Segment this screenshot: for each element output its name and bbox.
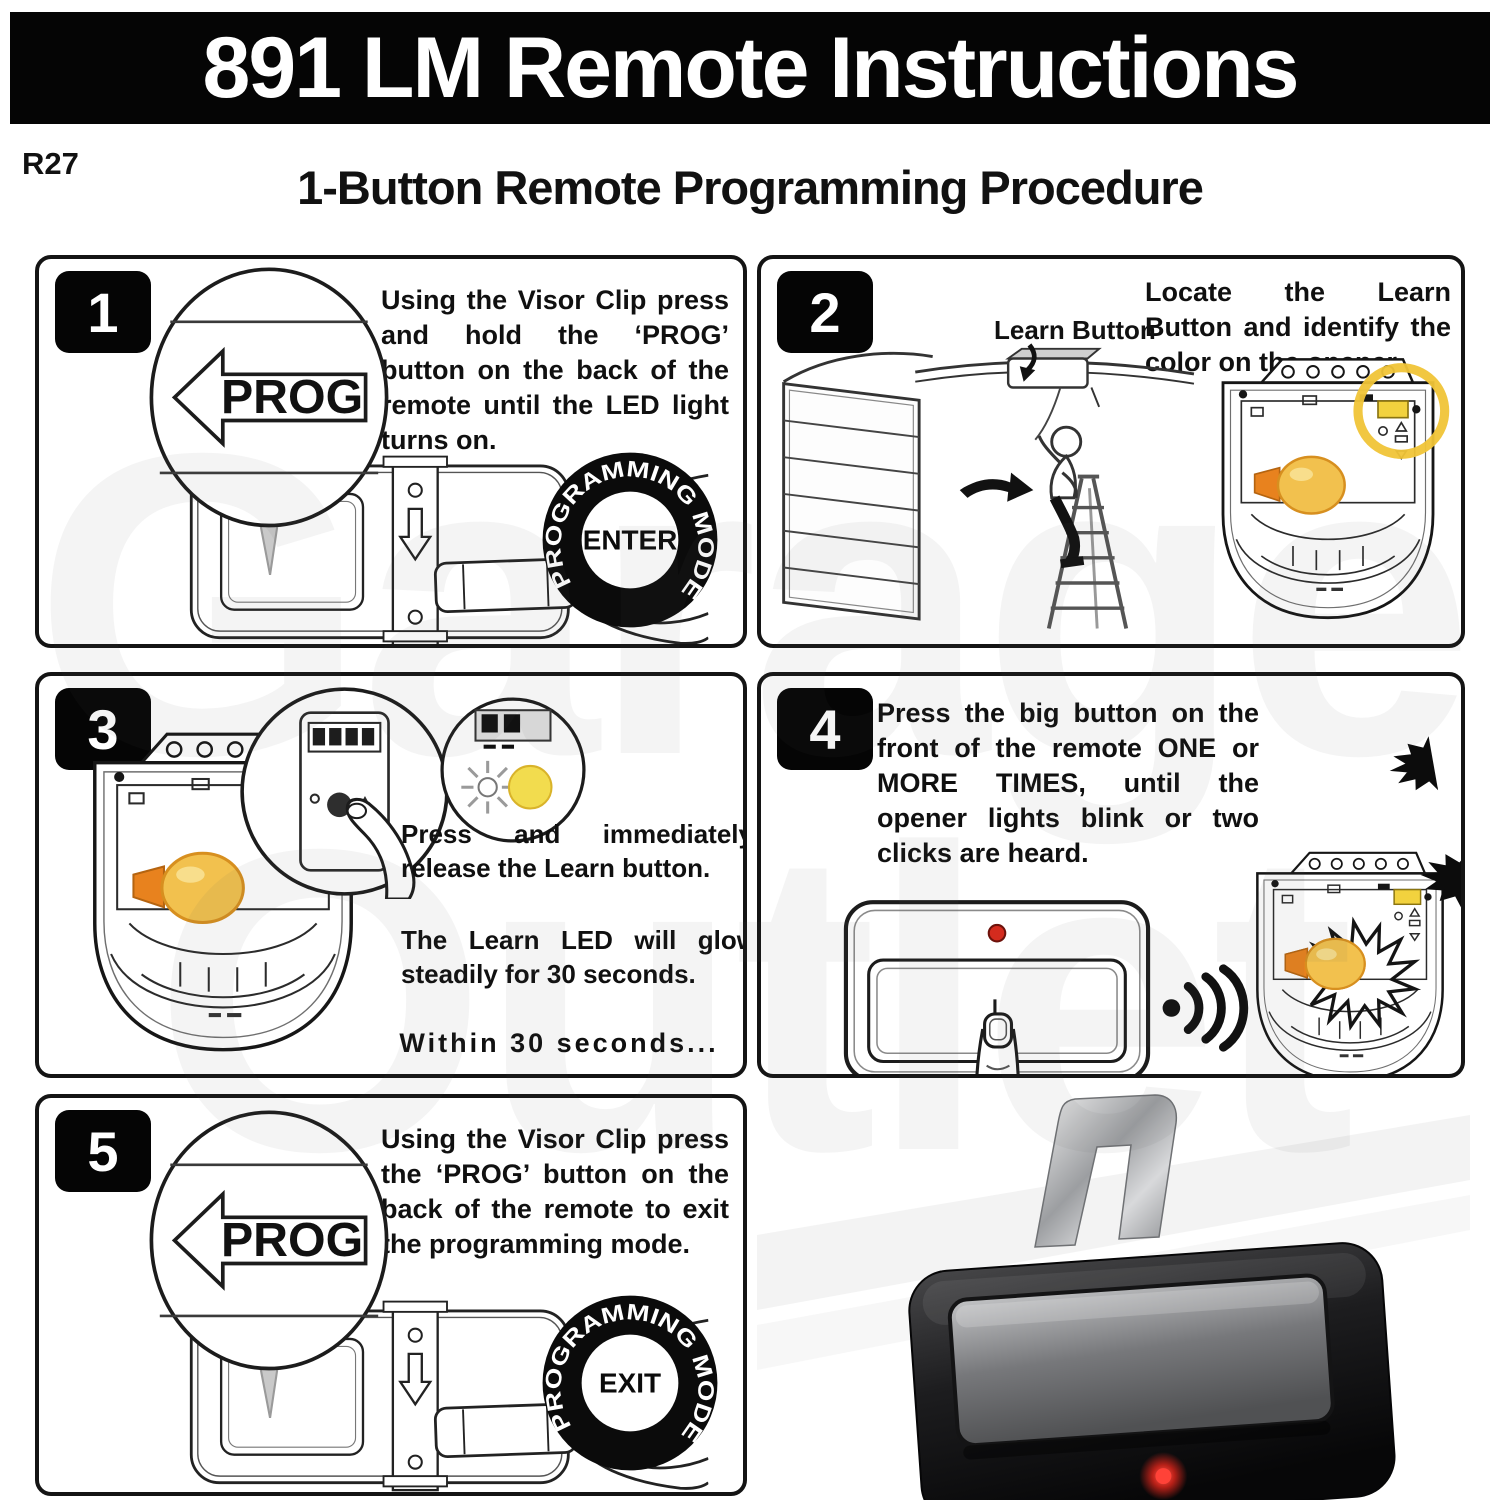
step-3-panel: 3 Press and immediately release the Lear… <box>35 672 747 1078</box>
remote-front-illustration <box>841 898 1153 1078</box>
light-burst-outline <box>1302 916 1422 1031</box>
step-2-badge: 2 <box>777 271 873 353</box>
programming-mode-enter-badge: PROGRAMMING MODE ENTER <box>540 452 719 628</box>
step-1-number: 1 <box>87 280 119 344</box>
step-3-badge: 3 <box>55 688 151 770</box>
opener-rear-illustration <box>1203 345 1450 637</box>
subtitle: 1-Button Remote Programming Procedure <box>297 161 1204 214</box>
remote-photo-illustration <box>757 1094 1470 1500</box>
step-5-number: 5 <box>87 1119 119 1183</box>
step-3-text-2: The Learn LED will glow steadily for 30 … <box>401 925 747 989</box>
step-2-number: 2 <box>809 280 841 344</box>
step-4-number: 4 <box>809 697 841 761</box>
remote-body-group <box>908 1242 1396 1500</box>
click-burst-1: CLICK <box>1290 708 1438 819</box>
prog-magnifier <box>143 1106 395 1421</box>
step-4-panel: 4 Press the big button on the front of t… <box>757 672 1465 1078</box>
step-4-badge: 4 <box>777 688 873 770</box>
remote-big-button <box>947 1273 1335 1448</box>
step-2-panel: 2 Locate the Learn Button and identify t… <box>757 255 1465 648</box>
step-4-text: Press the big button on the front of the… <box>877 698 1259 869</box>
remote-product-photo <box>757 1085 1470 1500</box>
click-burst-2: CLICK <box>1329 817 1465 908</box>
enter-label: ENTER <box>583 524 678 555</box>
visor-clip <box>1034 1094 1178 1248</box>
model-code: R27 <box>22 146 79 181</box>
bulb-icon <box>1304 937 1366 990</box>
step-5-badge: 5 <box>55 1110 151 1192</box>
garage-scene-illustration <box>763 343 1203 643</box>
step-1-text: Using the Visor Clip press and hold the … <box>381 285 729 456</box>
prog-magnifier <box>143 263 395 578</box>
radio-waves-icon <box>1161 964 1249 1052</box>
learn-button-highlight-ring <box>1353 363 1450 459</box>
step-3-text-1: Press and immediately release the Learn … <box>401 819 747 883</box>
opener-blinking-illustration <box>1231 844 1465 1078</box>
led-red <box>1155 1468 1172 1485</box>
step-1-badge: 1 <box>55 271 151 353</box>
header-banner: 891 LM Remote Instructions <box>10 12 1490 124</box>
learn-button-label: Learn Button <box>994 315 1156 345</box>
step-5-panel: 5 Using the Visor Clip press the ‘PROG’ … <box>35 1094 747 1496</box>
step-5-text: Using the Visor Clip press the ‘PROG’ bu… <box>381 1124 729 1260</box>
exit-label: EXIT <box>599 1367 661 1398</box>
step-3-text-3: Within 30 seconds... <box>399 1028 719 1058</box>
step-1-panel: 1 Using the Visor Clip press and hold th… <box>35 255 747 648</box>
click-text-1: CLICK <box>1290 708 1401 783</box>
step-3-number: 3 <box>87 697 119 761</box>
page-title: 891 LM Remote Instructions <box>202 19 1300 116</box>
programming-mode-exit-badge: PROGRAMMING MODE EXIT <box>540 1295 719 1471</box>
click-text-2: CLICK <box>1329 817 1441 858</box>
background-swoosh <box>757 1115 1470 1310</box>
